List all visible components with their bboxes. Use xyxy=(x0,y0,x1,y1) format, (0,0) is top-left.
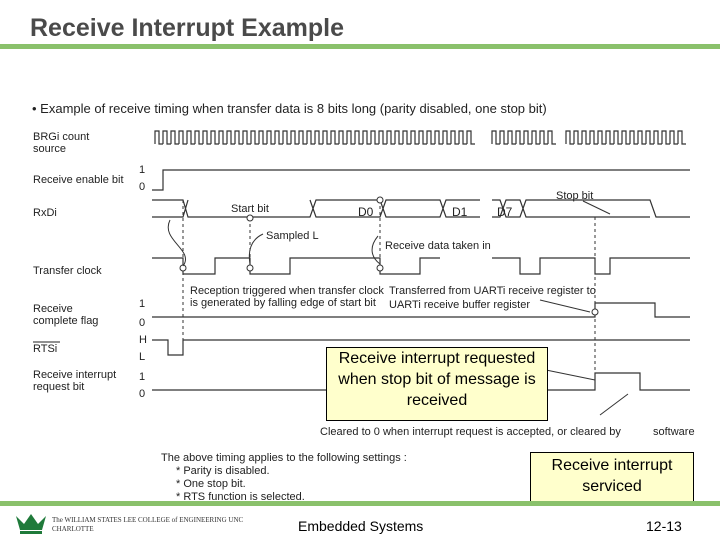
label-complete-2: complete flag xyxy=(33,315,98,327)
sampled-arrow xyxy=(248,233,264,265)
reception-arrow xyxy=(167,219,186,267)
level-enable-low: 0 xyxy=(139,181,145,193)
label-irq-1: Receive interrupt xyxy=(33,369,116,381)
settings-item-stop: * One stop bit. xyxy=(176,478,246,490)
d7-label: D7 xyxy=(497,205,513,219)
footer-page-number: 12-13 xyxy=(646,518,682,534)
software-label: software xyxy=(653,426,695,438)
sample-marker-4 xyxy=(376,196,384,204)
sample-marker-5 xyxy=(376,264,384,272)
college-logo-icon xyxy=(16,514,46,534)
callout-interrupt-serviced: Receive interrupt serviced xyxy=(530,452,694,502)
settings-item-rts: * RTS function is selected. xyxy=(176,491,305,503)
sample-marker-3 xyxy=(246,214,254,222)
title-rule xyxy=(0,44,720,49)
level-enable-high: 1 xyxy=(139,164,145,176)
level-irq-high: 1 xyxy=(139,371,145,383)
start-bit-label: Start bit xyxy=(231,203,269,215)
label-brg-2: source xyxy=(33,143,66,155)
level-irq-low: 0 xyxy=(139,388,145,400)
sample-marker-1 xyxy=(179,264,187,272)
sample-marker-6 xyxy=(591,308,599,316)
diagram-heading: • Example of receive timing when transfe… xyxy=(32,101,547,116)
level-rts-low: L xyxy=(139,351,145,363)
label-transfer-clock: Transfer clock xyxy=(33,265,102,277)
slide-title: Receive Interrupt Example xyxy=(30,14,345,42)
footer-course: Embedded Systems xyxy=(298,518,424,534)
receive-data-arrow xyxy=(371,235,381,265)
stop-bit-pointer xyxy=(582,200,611,215)
rtsi-waveform xyxy=(152,339,690,356)
footer-rule xyxy=(0,501,720,506)
brg-count-source-waveform xyxy=(154,130,686,145)
level-complete-high: 1 xyxy=(139,298,145,310)
sample-marker-2 xyxy=(246,264,254,272)
college-name: The WILLIAM STATES LEE COLLEGE of ENGINE… xyxy=(52,516,244,533)
sampled-label: Sampled L xyxy=(266,230,319,242)
stop-bit-label: Stop bit xyxy=(556,190,593,202)
label-rxdi: RxDi xyxy=(33,207,57,219)
level-rts-high: H xyxy=(139,334,147,346)
settings-intro: The above timing applies to the followin… xyxy=(161,452,407,464)
label-rtsi: RTSi xyxy=(33,343,57,355)
rxdi-waveform-lower xyxy=(152,199,650,218)
receive-data-label: Receive data taken in xyxy=(385,240,491,252)
label-brg-1: BRGi count xyxy=(33,131,89,143)
reception-line-1: Reception triggered when transfer clock xyxy=(190,285,384,297)
transferred-line-1: Transferred from UARTi receive register … xyxy=(389,285,596,297)
label-complete-1: Receive xyxy=(33,303,73,315)
receive-enable-waveform xyxy=(152,169,690,191)
callout-interrupt-requested: Receive interrupt requested when stop bi… xyxy=(326,347,548,421)
label-irq-2: request bit xyxy=(33,381,84,393)
level-complete-low: 0 xyxy=(139,317,145,329)
reception-line-2: is generated by falling edge of start bi… xyxy=(190,297,376,309)
d0-label: D0 xyxy=(358,205,374,219)
receive-complete-waveform xyxy=(152,302,690,318)
transferred-line-2: UARTi receive buffer register xyxy=(389,299,530,311)
cleared-label: Cleared to 0 when interrupt request is a… xyxy=(320,426,621,438)
transferred-arrow xyxy=(539,299,591,313)
label-receive-enable: Receive enable bit xyxy=(33,174,124,186)
d1-label: D1 xyxy=(452,205,468,219)
cleared-arrow xyxy=(599,393,629,416)
transfer-clock-waveform xyxy=(152,257,690,275)
callout-pointer xyxy=(545,369,596,381)
settings-item-parity: * Parity is disabled. xyxy=(176,465,270,477)
